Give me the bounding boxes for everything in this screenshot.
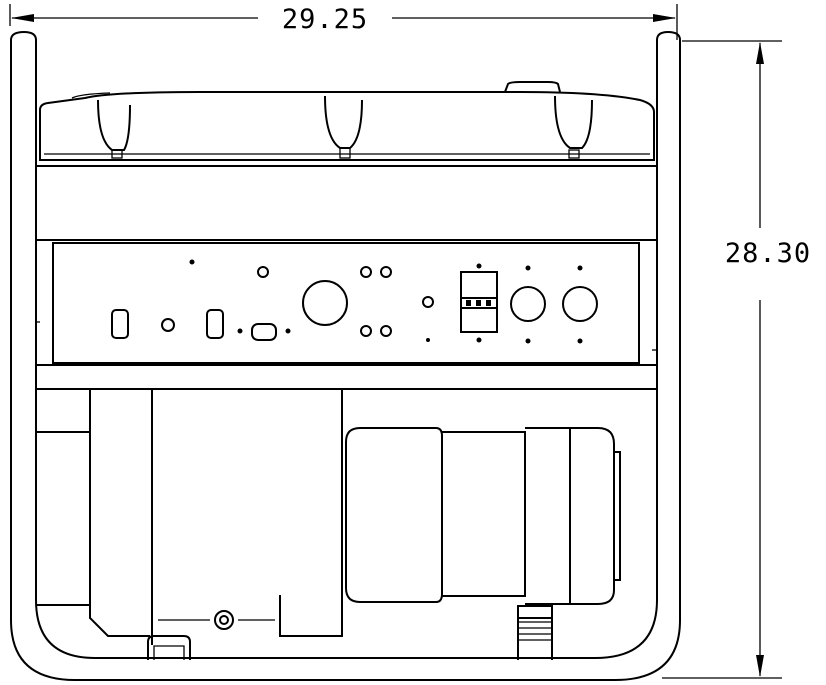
height-dimension-label: 28.30 xyxy=(725,238,811,269)
engine xyxy=(36,390,343,660)
mount-collar xyxy=(517,605,553,619)
switch-right-icon xyxy=(206,309,224,339)
alternator-end-boss xyxy=(614,451,621,581)
indicator-light-icon xyxy=(257,266,269,278)
indicator-light-icon xyxy=(380,266,392,278)
indicator-light-icon xyxy=(380,325,392,337)
circuit-breaker-icon xyxy=(460,263,498,343)
fuel-cap xyxy=(504,81,561,93)
ac-outlet-large-icon xyxy=(302,280,348,326)
tank-bolt-center xyxy=(339,147,351,159)
oil-drain-plug-center xyxy=(219,615,229,625)
screw-icon xyxy=(577,338,583,344)
alternator-mount xyxy=(517,605,553,660)
fuel-tank-seam xyxy=(71,92,111,99)
alternator-end-cap xyxy=(525,427,615,605)
indicator-light-icon xyxy=(360,266,372,278)
engine-block-right xyxy=(279,390,343,637)
height-dimension: 28.30 xyxy=(662,40,811,679)
control-panel xyxy=(36,242,657,390)
alternator-body xyxy=(442,431,526,597)
screw-icon xyxy=(285,328,291,334)
indicator-light-icon xyxy=(360,325,372,337)
indicator-light-icon xyxy=(161,318,175,332)
alternator-housing xyxy=(345,427,443,603)
screw-icon xyxy=(189,259,195,265)
switch-left-icon xyxy=(111,309,129,339)
tank-bolt-right xyxy=(568,149,580,159)
dc-outlet-icon xyxy=(251,323,277,341)
alternator xyxy=(345,427,621,660)
frame-outline xyxy=(10,30,681,681)
ac-outlet-icon xyxy=(562,286,598,322)
fuel-tank-body xyxy=(39,91,655,161)
ac-outlet-icon xyxy=(510,286,546,322)
engine-mount-bracket xyxy=(147,635,191,660)
width-dimension-label: 29.25 xyxy=(282,4,368,35)
height-arrow-top xyxy=(756,42,764,64)
tank-bracket-right xyxy=(554,95,593,149)
breaker-toggle xyxy=(460,297,498,309)
screw-icon xyxy=(525,338,531,344)
breaker-pole xyxy=(466,300,471,306)
engine-block-left xyxy=(89,390,150,637)
breaker-pole xyxy=(476,300,481,306)
screw-icon xyxy=(525,265,531,271)
width-arrow-left xyxy=(11,14,34,22)
control-panel-face xyxy=(52,242,640,364)
upper-cross-bar xyxy=(36,165,657,241)
engine-mount-inner xyxy=(153,645,185,660)
tank-bracket-left xyxy=(97,99,131,151)
indicator-light-icon xyxy=(422,296,434,308)
width-arrow-right xyxy=(653,14,676,22)
screw-icon xyxy=(577,265,583,271)
tubular-frame xyxy=(10,30,681,681)
screw-icon xyxy=(476,337,482,343)
screw-icon xyxy=(476,263,482,269)
screw-icon xyxy=(237,328,243,334)
oil-drain-plug-icon xyxy=(214,610,234,630)
height-arrow-bottom xyxy=(756,655,764,677)
screw-icon xyxy=(426,338,430,342)
tank-bolt-left xyxy=(111,149,123,159)
breaker-pole xyxy=(486,300,491,306)
fuel-tank xyxy=(39,81,655,161)
tank-bracket-center xyxy=(324,95,363,149)
width-dimension: 29.25 xyxy=(9,4,678,40)
